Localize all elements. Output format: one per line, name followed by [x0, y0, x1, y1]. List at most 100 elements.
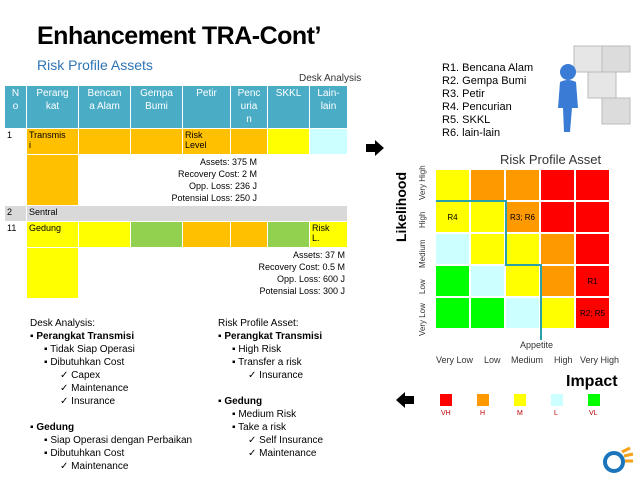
bullet-text: Medium Risk — [238, 409, 297, 420]
y-level-low: Low — [418, 279, 427, 294]
row-no: 1 — [4, 128, 27, 155]
y-level-high: High — [418, 211, 427, 228]
matrix-cell: R2; R5 — [576, 298, 609, 328]
row-info: Assets: 375 M Recovery Cost: 2 M Opp. Lo… — [78, 154, 348, 206]
matrix-cell — [541, 266, 574, 296]
x-level-high: High — [554, 355, 573, 365]
matrix-cell — [506, 234, 539, 264]
legend-label-vl: VL — [589, 410, 598, 417]
row-risk-level: Risk L. — [309, 221, 348, 248]
legend-swatch-vl — [588, 394, 600, 406]
bullet-text: Gedung — [36, 422, 75, 433]
row-cell — [182, 221, 231, 248]
matrix-cell — [506, 298, 539, 328]
matrix-label-r3r6: R3; R6 — [510, 212, 535, 222]
row-cell — [267, 221, 310, 248]
slide-subtitle: Risk Profile Assets — [37, 57, 153, 73]
matrix-cell — [436, 266, 469, 296]
table-header-row: N o Perang kat Bencan a Alam Gempa Bumi … — [4, 85, 348, 129]
check-item: ✓ Insurance — [248, 370, 304, 381]
bullet-text: Insurance — [71, 396, 116, 407]
row-info: Assets: 37 M Recovery Cost: 0.5 M Opp. L… — [78, 247, 348, 299]
header-lain-lain: Lain- lain — [309, 85, 348, 129]
matrix-cell — [576, 170, 609, 200]
matrix-cell — [541, 234, 574, 264]
matrix-cell: R1 — [576, 266, 609, 296]
risk-item: R2. Gempa Bumi — [442, 75, 527, 87]
bullet-item: ▪ Perangkat Transmisi — [218, 331, 323, 342]
row-cell — [78, 221, 131, 248]
row-risk-level: Risk Level — [182, 128, 231, 155]
matrix-cell — [541, 170, 574, 200]
row-spacer — [4, 247, 27, 299]
bullet-text: Take a risk — [238, 422, 286, 433]
bullet-text: Perangkat Transmisi — [224, 331, 323, 342]
row-no: 11 — [4, 221, 27, 248]
bullet-text: Maintenance — [71, 461, 129, 472]
desk-analysis-block: Desk Analysis: ▪ Perangkat Transmisi ▪ T… — [30, 317, 192, 473]
check-item: ✓ Maintenance — [60, 383, 129, 394]
x-level-very-high: Very High — [580, 355, 620, 365]
row-cell — [230, 128, 268, 155]
info-assets: Assets: 375 M — [199, 157, 257, 167]
check-item: ✓ Capex — [60, 370, 101, 381]
info-potensial: Potensial Loss: 250 J — [171, 193, 257, 203]
header-skkl: SKKL — [267, 85, 310, 129]
row-perangkat: Transmis i — [26, 128, 79, 155]
row-cell — [26, 154, 79, 206]
x-level-very-low: Very Low — [436, 355, 474, 365]
matrix-cell: R4 — [436, 202, 469, 232]
appetite-line — [436, 200, 542, 340]
header-pencurian: Penc uria n — [230, 85, 268, 129]
bullet-item: ▪ High Risk — [232, 344, 282, 355]
bullet-text: Dibutuhkan Cost — [50, 448, 125, 459]
y-level-medium: Medium — [418, 239, 427, 268]
bullet-item: ▪ Transfer a risk — [232, 357, 302, 368]
bullet-item: ▪ Dibutuhkan Cost — [44, 357, 125, 368]
matrix-cell — [541, 202, 574, 232]
row-cell — [267, 128, 310, 155]
desk-analysis-heading: Desk Analysis: — [30, 318, 96, 329]
risk-profile-block: Risk Profile Asset: ▪ Perangkat Transmis… — [218, 317, 323, 460]
likelihood-title: Likelihood — [393, 172, 409, 242]
row-cell — [26, 247, 79, 299]
risk-item: R1. Bencana Alam — [442, 62, 534, 74]
header-perangkat: Perang kat — [26, 85, 79, 129]
table-row: 2 Sentral — [4, 205, 348, 222]
bullet-text: Self Insurance — [259, 435, 324, 446]
appetite-label: Appetite — [520, 340, 554, 350]
bullet-text: Capex — [71, 370, 101, 381]
legend-swatch-vh — [440, 394, 452, 406]
risk-item: R3. Petir — [442, 88, 485, 100]
bullet-text: High Risk — [238, 344, 282, 355]
company-logo-icon — [603, 446, 634, 473]
table-row: 1 Transmis i Risk Level — [4, 128, 348, 155]
table-row-info: Assets: 375 M Recovery Cost: 2 M Opp. Lo… — [4, 154, 348, 206]
row-cell — [309, 128, 348, 155]
bullet-text: Insurance — [259, 370, 304, 381]
legend-label-m: M — [517, 410, 523, 417]
bullet-text: Siap Operasi dengan Perbaikan — [50, 435, 193, 446]
bullet-item: ▪ Dibutuhkan Cost — [44, 448, 125, 459]
header-no: N o — [4, 85, 27, 129]
matrix-cell — [471, 234, 504, 264]
bullet-text: Maintenance — [71, 383, 129, 394]
risk-profile-heading: Risk Profile Asset: — [218, 318, 299, 329]
bullet-item: ▪ Gedung — [218, 396, 263, 407]
risk-item: R6. lain-lain — [442, 127, 501, 139]
matrix-cell — [541, 298, 574, 328]
row-no: 2 — [4, 205, 27, 222]
info-opp-loss: Opp. Loss: 600 J — [276, 274, 345, 284]
bullet-text: Maintenance — [259, 448, 317, 459]
matrix-cell — [471, 298, 504, 328]
legend-swatch-h — [477, 394, 489, 406]
check-item: ✓ Maintenance — [60, 461, 129, 472]
check-item: ✓ Maintenance — [248, 448, 317, 459]
bullet-text: Transfer a risk — [238, 357, 302, 368]
matrix-cell — [506, 170, 539, 200]
row-cell — [78, 128, 131, 155]
bullet-item: ▪ Medium Risk — [232, 409, 297, 420]
bullet-text: Perangkat Transmisi — [36, 331, 135, 342]
header-gempa-bumi: Gempa Bumi — [130, 85, 183, 129]
y-level-very-low: Very Low — [418, 303, 427, 336]
